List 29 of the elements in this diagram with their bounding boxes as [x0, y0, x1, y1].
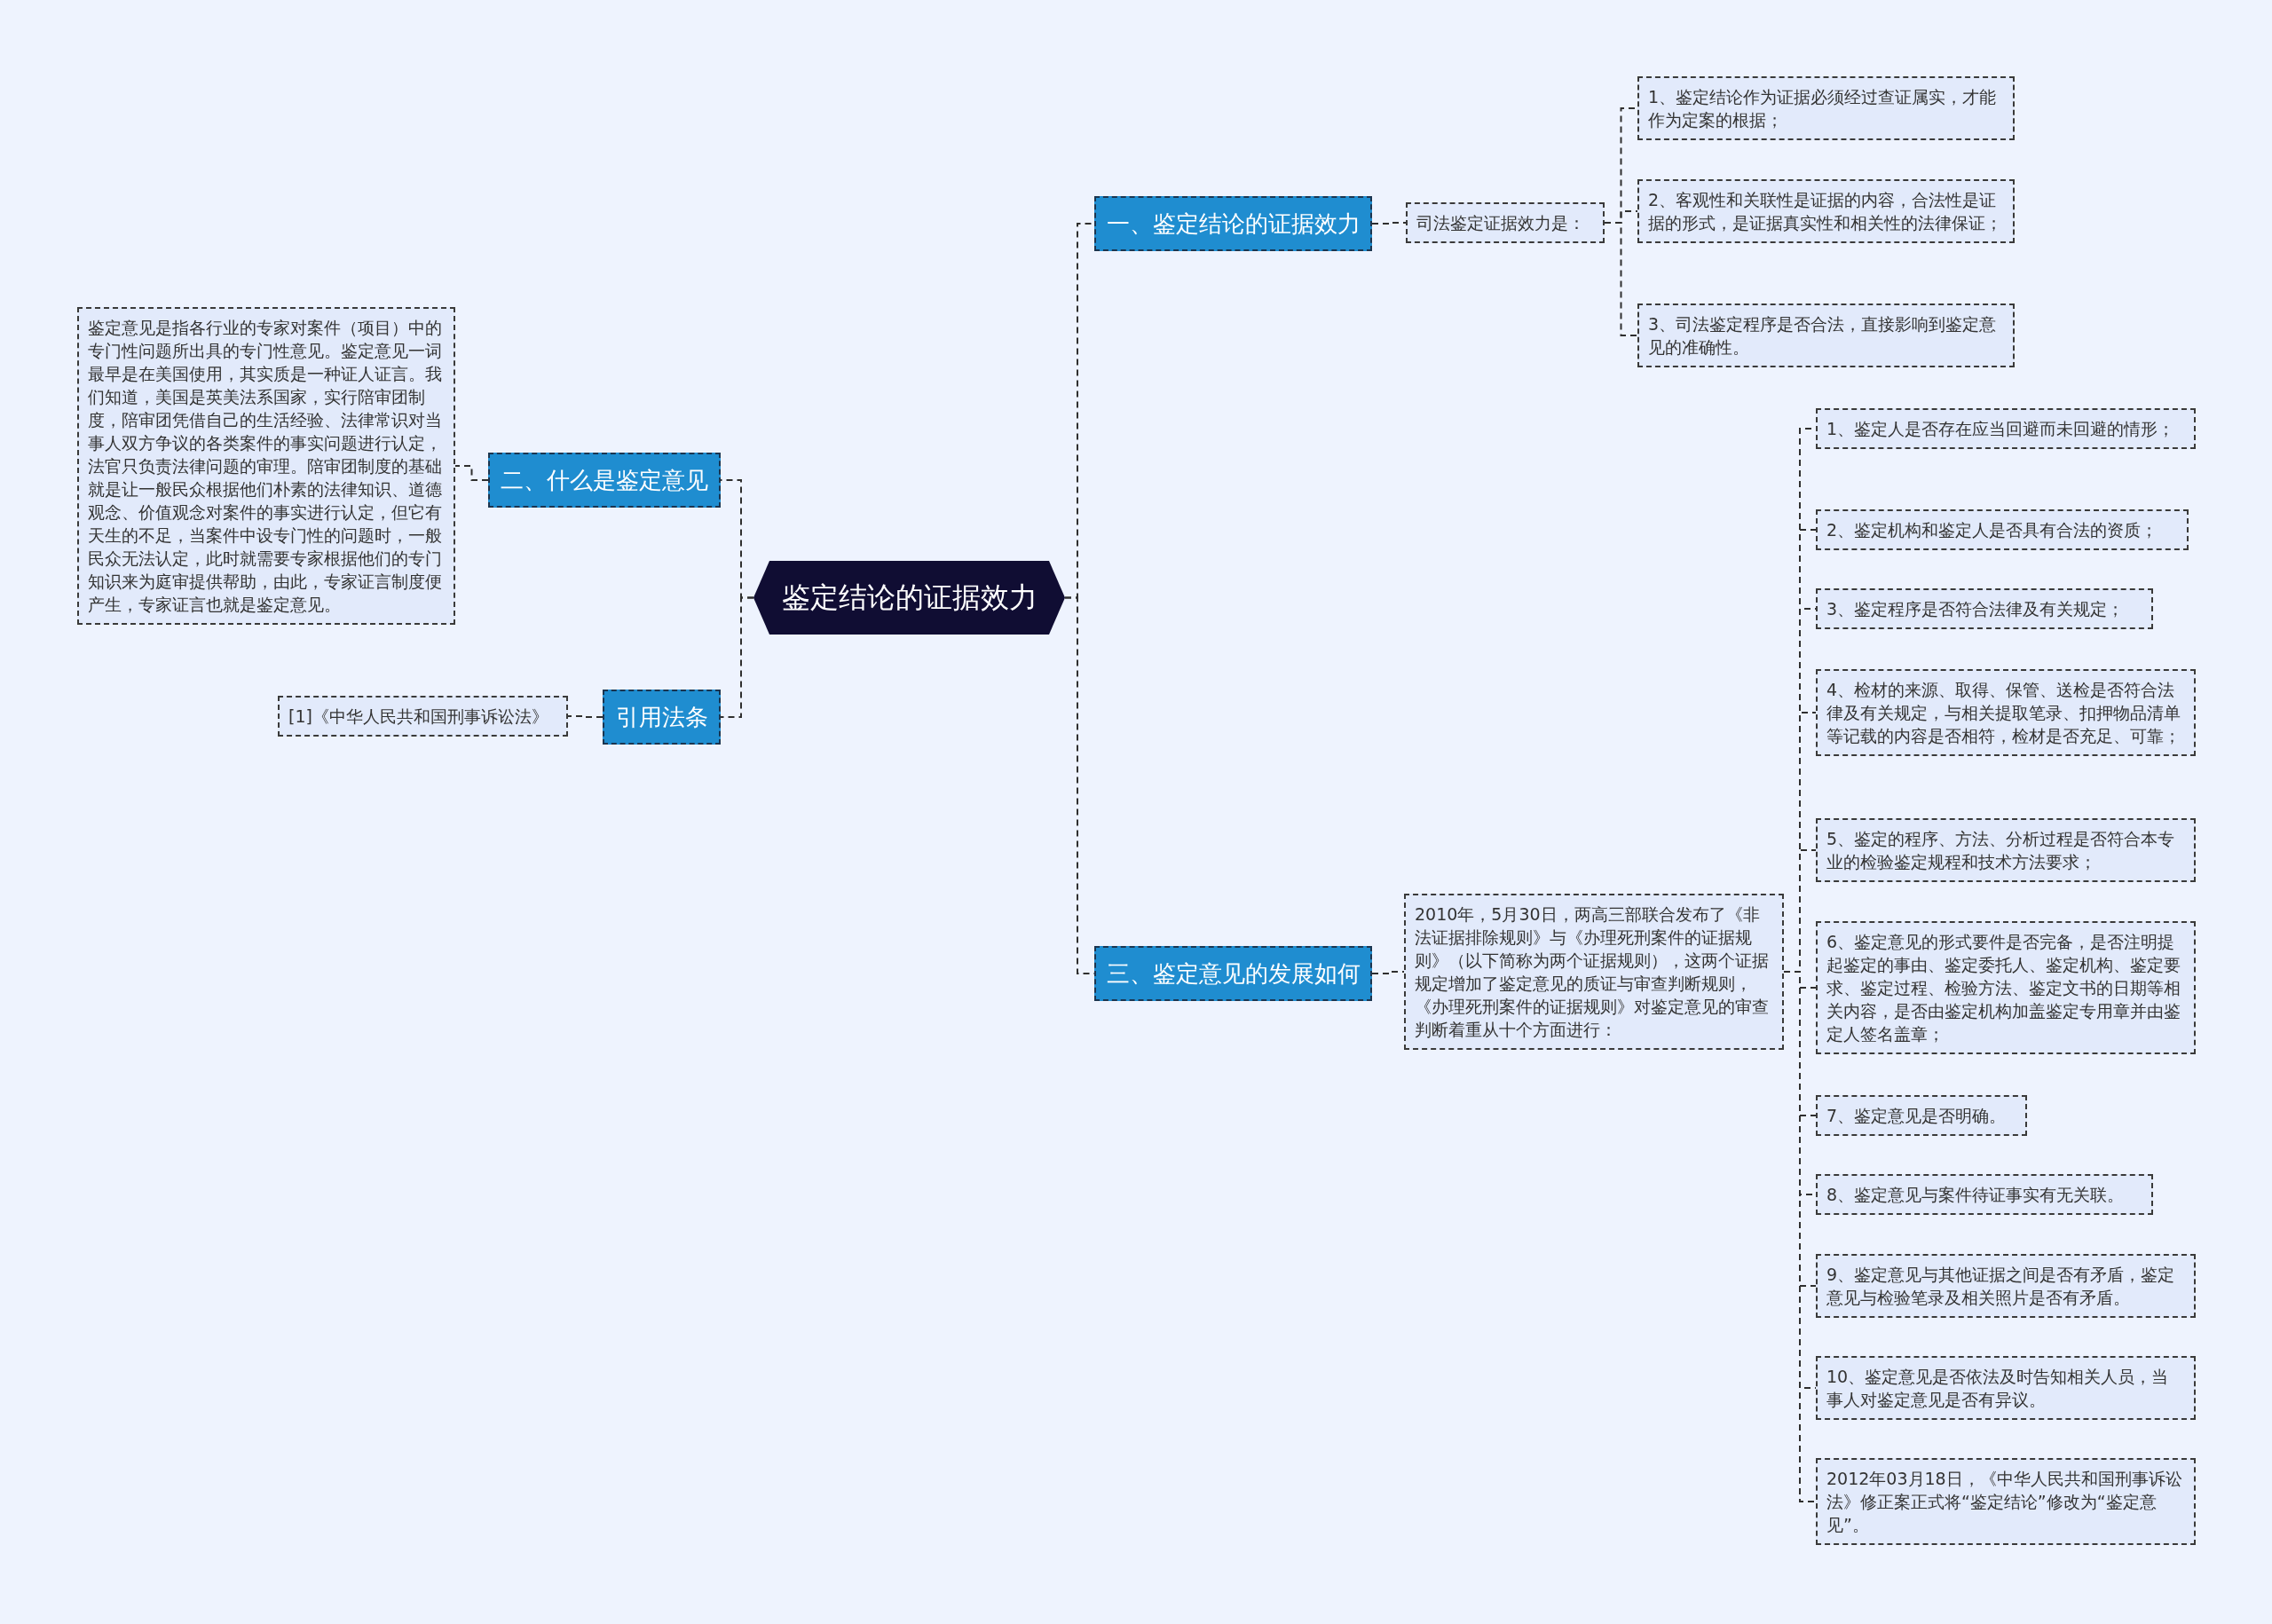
note-box: 10、鉴定意见是否依法及时告知相关人员，当事人对鉴定意见是否有异议。 [1816, 1356, 2196, 1420]
note-box: 1、鉴定结论作为证据必须经过查证属实，才能作为定案的根据； [1637, 76, 2015, 140]
topic-box: 一、鉴定结论的证据效力 [1094, 196, 1372, 251]
note-box: 2、客观性和关联性是证据的内容，合法性是证据的形式，是证据真实性和相关性的法律保证； [1637, 179, 2015, 243]
note-box: 8、鉴定意见与案件待证事实有无关联。 [1816, 1174, 2153, 1215]
connector-line [720, 596, 754, 718]
central-topic: 鉴定结论的证据效力 [753, 561, 1065, 635]
connector-line [567, 715, 604, 718]
note-box: 2012年03月18日，《中华人民共和国刑事诉讼法》修正案正式将“鉴定结论”修改为“鉴定意见”。 [1816, 1458, 2196, 1545]
topic-box: 二、什么是鉴定意见 [488, 453, 721, 508]
note-box: 5、鉴定的程序、方法、分析过程是否符合本专业的检验鉴定规程和技术方法要求； [1816, 818, 2196, 882]
note-box: 4、检材的来源、取得、保管、送检是否符合法律及有关规定，与相关提取笔录、扣押物品清单等记载的内容是否相符，检材是否充足、可靠； [1816, 669, 2196, 756]
connector-line [1371, 222, 1407, 225]
note-box: 9、鉴定意见与其他证据之间是否有矛盾，鉴定意见与检验笔录及相关照片是否有矛盾。 [1816, 1254, 2196, 1318]
note-box: [1]《中华人民共和国刑事诉讼法》 [278, 696, 568, 737]
note-box: 6、鉴定意见的形式要件是否完备，是否注明提起鉴定的事由、鉴定委托人、鉴定机构、鉴定要求、鉴定过程、检验方法、鉴定文书的日期等相关内容，是否由鉴定机构加盖鉴定专用章并由鉴定人签名盖章； [1816, 921, 2196, 1054]
connector-line [454, 465, 489, 481]
note-box: 鉴定意见是指各行业的专家对案件（项目）中的专门性问题所出具的专门性意见。鉴定意见一词最早是在美国使用，其实质是一种证人证言。我们知道，美国是英美法系国家，实行陪审团制度，陪审团凭借自己的生活经验、法律常识对当事人双方争议的各类案件的事实问题进行认定，法官只负责法律问题的审理。陪审团制度的基础就是让一般民众根据他们朴素的法律知识、道德观念、价值观念对案件的事实进行认定，但它有天生的不足，当案件中设专门性的问题时，一般民众无法认定，此时就需要专家根据他们的专门知识来为庭审提供帮助，由此，专家证言制度便产生，专家证言也就是鉴定意见。 [77, 307, 455, 625]
note-box: 7、鉴定意见是否明确。 [1816, 1095, 2027, 1136]
note-box: 2010年，5月30日，两高三部联合发布了《非法证据排除规则》与《办理死刑案件的证据规则》（以下简称为两个证据规则），这两个证据规定增加了鉴定意见的质证与审查判断规则，《办理死刑案件的证据规则》对鉴定意见的审查判断着重从十个方面进行： [1404, 894, 1784, 1050]
connector-line [1371, 971, 1405, 974]
note-box: 2、鉴定机构和鉴定人是否具有合法的资质； [1816, 509, 2189, 550]
note-box: 3、鉴定程序是否符合法律及有关规定； [1816, 588, 2153, 629]
topic-box: 引用法条 [603, 690, 721, 745]
note-box: 3、司法鉴定程序是否合法，直接影响到鉴定意见的准确性。 [1637, 304, 2015, 367]
note-box: 司法鉴定证据效力是： [1406, 202, 1605, 243]
note-box: 1、鉴定人是否存在应当回避而未回避的情形； [1816, 408, 2196, 449]
connector-line [1604, 222, 1638, 336]
topic-box: 三、鉴定意见的发展如何 [1094, 946, 1372, 1001]
